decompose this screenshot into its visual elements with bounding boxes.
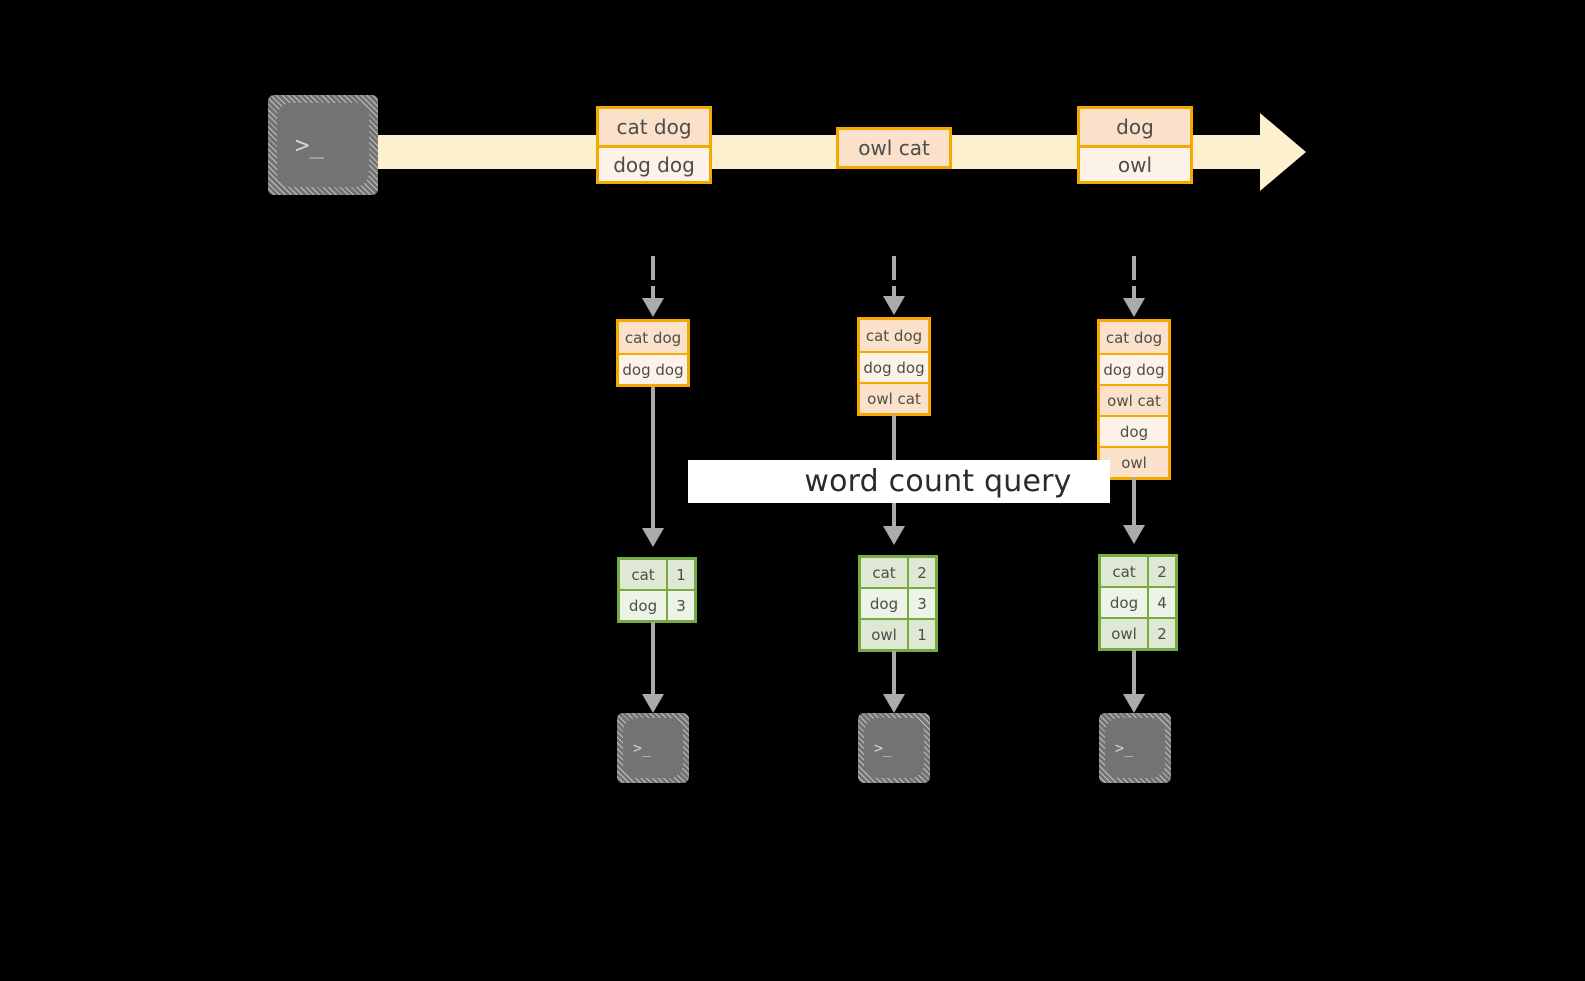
table-row: cat 1 [620, 560, 694, 589]
stream-message-3[interactable]: dog owl [1077, 106, 1193, 184]
table-row: dog 3 [620, 589, 694, 620]
stream-message-line: cat dog [599, 109, 709, 145]
word-cell: cat [1101, 557, 1149, 586]
stream-message-line: owl [1080, 145, 1190, 181]
query-arrow-line-3 [1132, 478, 1136, 530]
count-cell: 1 [909, 620, 935, 649]
count-cell: 2 [1149, 557, 1175, 586]
result-arrow-head-3 [1123, 694, 1145, 713]
query-arrow-head-3 [1123, 525, 1145, 544]
consumer-terminal-prompt-1: >_ [633, 738, 652, 757]
snapshot-tap-dash-2 [892, 256, 896, 280]
stream-arrow-head [1260, 113, 1306, 191]
snapshot-tap-line-2 [892, 286, 896, 298]
result-arrow-head-2 [883, 694, 905, 713]
stream-message-1[interactable]: cat dog dog dog [596, 106, 712, 184]
snapshot-tap-line-1 [651, 286, 655, 300]
result-arrow-line-1 [651, 622, 655, 698]
table-row: cat 2 [1101, 557, 1175, 586]
consumer-terminal-screen-3: >_ [1105, 718, 1165, 778]
snapshot-tap-dash-3 [1132, 256, 1136, 280]
count-cell: 2 [1149, 619, 1175, 648]
stack-row: cat dog [619, 322, 687, 353]
stack-row: dog dog [619, 353, 687, 384]
word-cell: dog [861, 589, 909, 618]
consumer-terminal-prompt-3: >_ [1115, 738, 1134, 757]
word-count-table-1[interactable]: cat 1 dog 3 [617, 557, 697, 623]
word-cell: dog [1101, 588, 1149, 617]
word-cell: dog [620, 591, 668, 620]
consumer-terminal-icon-2[interactable]: >_ [858, 713, 930, 783]
stack-row: dog dog [860, 351, 928, 382]
query-arrow-head-1 [642, 528, 664, 547]
snapshot-tap-arrowhead-2 [883, 296, 905, 315]
table-row: dog 4 [1101, 586, 1175, 617]
stack-row: owl cat [1100, 384, 1168, 415]
snapshot-tap-dash-1 [651, 256, 655, 280]
snapshot-stack-2[interactable]: cat dog dog dog owl cat [857, 317, 931, 416]
consumer-terminal-screen-2: >_ [864, 718, 924, 778]
stream-message-line: dog [1080, 109, 1190, 145]
table-row: owl 1 [861, 618, 935, 649]
producer-terminal-prompt: >_ [295, 131, 324, 159]
table-row: dog 3 [861, 587, 935, 618]
table-row: owl 2 [1101, 617, 1175, 648]
snapshot-tap-arrowhead-1 [642, 298, 664, 317]
result-arrow-head-1 [642, 694, 664, 713]
word-cell: owl [861, 620, 909, 649]
consumer-terminal-icon-3[interactable]: >_ [1099, 713, 1171, 783]
stack-row: dog dog [1100, 353, 1168, 384]
stack-row: owl cat [860, 382, 928, 413]
word-cell: owl [1101, 619, 1149, 648]
snapshot-tap-arrowhead-3 [1123, 298, 1145, 317]
consumer-terminal-prompt-2: >_ [874, 738, 893, 757]
stream-message-line: dog dog [599, 145, 709, 181]
stream-message-line: owl cat [839, 130, 949, 166]
word-count-table-2[interactable]: cat 2 dog 3 owl 1 [858, 555, 938, 652]
query-arrow-head-2 [883, 526, 905, 545]
result-arrow-line-3 [1132, 650, 1136, 699]
stack-row: owl [1100, 446, 1168, 477]
stack-row: dog [1100, 415, 1168, 446]
word-cell: cat [861, 558, 909, 587]
count-cell: 3 [668, 591, 694, 620]
count-cell: 2 [909, 558, 935, 587]
producer-terminal-screen: >_ [277, 103, 369, 187]
snapshot-tap-line-3 [1132, 286, 1136, 300]
snapshot-stack-3[interactable]: cat dog dog dog owl cat dog owl [1097, 319, 1171, 480]
snapshot-stack-1[interactable]: cat dog dog dog [616, 319, 690, 387]
producer-terminal-icon[interactable]: >_ [268, 95, 378, 195]
stack-row: cat dog [1100, 322, 1168, 353]
table-row: cat 2 [861, 558, 935, 587]
consumer-terminal-screen-1: >_ [623, 718, 683, 778]
stack-row: cat dog [860, 320, 928, 351]
word-count-query-band: word count query [688, 460, 1110, 503]
word-count-table-3[interactable]: cat 2 dog 4 owl 2 [1098, 554, 1178, 651]
word-cell: cat [620, 560, 668, 589]
count-cell: 3 [909, 589, 935, 618]
result-arrow-line-2 [892, 651, 896, 699]
count-cell: 1 [668, 560, 694, 589]
count-cell: 4 [1149, 588, 1175, 617]
consumer-terminal-icon-1[interactable]: >_ [617, 713, 689, 783]
query-arrow-line-1 [651, 387, 655, 533]
word-count-query-label: word count query [804, 464, 1072, 499]
stream-message-2[interactable]: owl cat [836, 127, 952, 169]
